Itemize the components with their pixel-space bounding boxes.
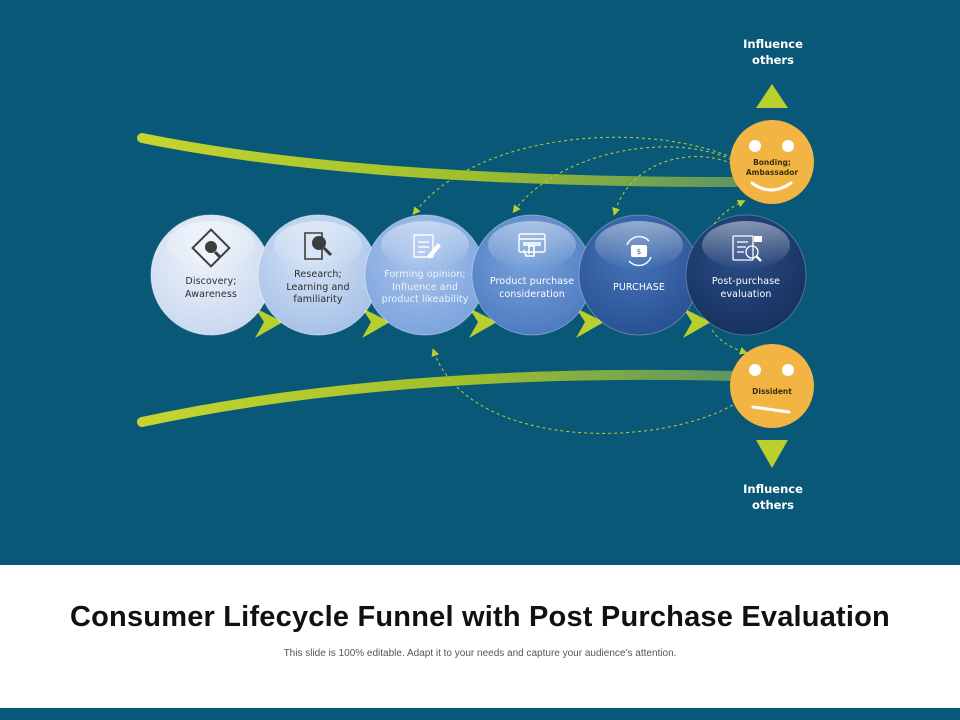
label-line: Influence [743,482,803,496]
cart-cycle-icon: $ [626,235,652,267]
checklist-magnifier-icon [732,235,762,262]
label-line: product likeability [381,294,469,305]
diagram-area: $ Discovery;Awareness Resea [0,0,960,565]
label-line: Awareness [185,288,237,300]
outcome-label-negative: Dissident [727,387,817,397]
label-line: others [752,53,794,67]
funnel-diagram: $ [137,84,814,468]
neutral-face-icon [730,344,814,428]
influence-top-label: Influence others [713,36,833,68]
influence-bottom-label: Influence others [713,481,833,513]
label-line: Ambassador [745,168,799,177]
step-label-1: Discovery;Awareness [157,276,265,301]
label-line: Discovery; [185,276,237,287]
label-line: Learning and [286,281,350,293]
label-line: Influence and [392,281,458,293]
label-line: others [752,498,794,512]
smiley-face-icon [730,120,814,204]
outcome-label-positive: Bonding;Ambassador [727,158,817,178]
step-chevrons [255,308,711,338]
browser-hand-icon [518,233,546,257]
influence-up-arrow [756,84,788,108]
label-line: evaluation [720,288,772,300]
slide-subtitle: This slide is 100% editable. Adapt it to… [283,648,677,659]
notepad-pencil-icon [413,234,441,260]
label-line: Bonding; [753,158,791,167]
label-line: Influence [743,37,803,51]
label-line: familiarity [293,294,343,305]
bottom-swoosh [137,369,740,427]
feedback-arrows [412,136,749,434]
label-line: Forming opinion; [384,269,466,280]
magnifier-diamond-icon [191,228,231,268]
label-line: PURCHASE [613,282,665,293]
search-document-icon [304,232,333,260]
label-line: Post-purchase [711,276,781,287]
step-label-5: PURCHASE [585,282,693,295]
label-line: consideration [499,288,565,300]
svg-text:$: $ [637,248,641,256]
label-line: Product purchase [489,276,575,287]
label-line: Research; [294,269,342,280]
top-swoosh [137,133,740,187]
footer-bar [0,708,960,720]
label-line: Dissident [752,387,792,396]
influence-down-arrow [756,440,788,468]
step-circles [150,214,807,336]
slide-title: Consumer Lifecycle Funnel with Post Purc… [70,601,890,633]
